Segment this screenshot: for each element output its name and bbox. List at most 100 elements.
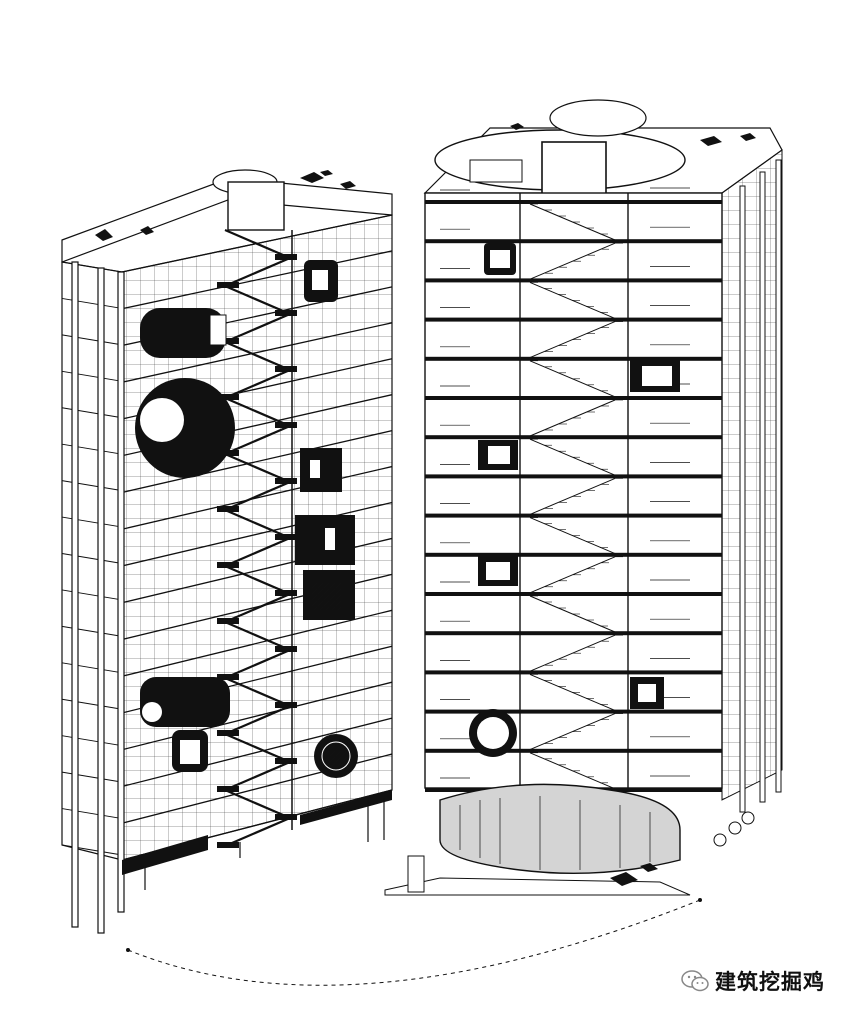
floor-slab bbox=[425, 200, 722, 204]
stair-flight bbox=[224, 452, 291, 484]
stair-flight bbox=[224, 788, 291, 820]
stair-landing bbox=[217, 618, 239, 624]
wechat-icon bbox=[681, 970, 709, 992]
floor-slab bbox=[425, 239, 722, 244]
stair-flight bbox=[529, 634, 616, 672]
stair-landing bbox=[275, 310, 297, 316]
left-floor-line bbox=[121, 322, 393, 383]
stair-landing bbox=[217, 562, 239, 568]
stair-flight bbox=[529, 477, 616, 515]
stair-landing bbox=[275, 534, 297, 540]
left-base-slab-2 bbox=[300, 790, 392, 825]
floor-slab bbox=[425, 356, 722, 361]
stair-flight bbox=[224, 368, 291, 400]
stair-landing bbox=[275, 478, 297, 484]
stair-flight bbox=[224, 648, 291, 680]
capsule-pod-upper bbox=[140, 308, 227, 358]
floor-slab bbox=[425, 435, 722, 440]
left-floor-line bbox=[121, 609, 393, 677]
right-roof-cupola bbox=[549, 99, 647, 137]
left-roof-stair-box bbox=[227, 181, 285, 231]
right-side-facade bbox=[721, 149, 783, 813]
stair-landing bbox=[217, 674, 239, 680]
stair-flight bbox=[224, 396, 291, 428]
left-pilotis bbox=[144, 798, 385, 890]
stair-flight bbox=[224, 284, 291, 316]
stair-landing bbox=[217, 842, 239, 848]
stair-flight bbox=[224, 732, 291, 764]
sphere-pod bbox=[135, 378, 235, 478]
stair-flight bbox=[224, 340, 291, 372]
left-floor-line bbox=[121, 717, 393, 788]
stair-landing bbox=[275, 758, 297, 764]
right-tower bbox=[384, 99, 783, 896]
right-roof-stair-box bbox=[541, 141, 607, 195]
stair-flight bbox=[224, 620, 291, 652]
floor-slab bbox=[425, 278, 722, 283]
left-floor-line bbox=[121, 681, 393, 751]
stair-flight bbox=[529, 242, 616, 280]
stair-landing bbox=[217, 786, 239, 792]
right-roof-bench bbox=[469, 159, 523, 183]
connection-arc-start bbox=[126, 948, 130, 952]
stair-flight bbox=[224, 312, 291, 344]
stair-landing bbox=[217, 338, 239, 344]
stair-flight bbox=[529, 399, 616, 437]
stair-landing bbox=[275, 814, 297, 820]
floor-slab bbox=[425, 709, 722, 714]
stair-flight bbox=[224, 816, 291, 848]
floor-slab bbox=[425, 552, 722, 557]
stair-flight bbox=[224, 564, 291, 596]
stair-flight bbox=[224, 592, 291, 624]
stair-flight bbox=[224, 228, 291, 260]
podium-mullions bbox=[459, 796, 651, 870]
cube-pod-1 bbox=[300, 448, 342, 492]
stair-landing bbox=[217, 394, 239, 400]
floor-slab bbox=[425, 631, 722, 636]
left-base-slab bbox=[122, 835, 208, 875]
left-tower bbox=[61, 169, 393, 934]
floor-slab bbox=[425, 317, 722, 322]
right-dark-rooms bbox=[469, 243, 680, 757]
left-floor-line bbox=[121, 429, 393, 494]
left-external-stair bbox=[217, 228, 297, 848]
cube-pod-top bbox=[304, 260, 338, 302]
stair-landing bbox=[275, 590, 297, 596]
stair-flight bbox=[529, 321, 616, 359]
stair-landing bbox=[275, 366, 297, 372]
floor-slab bbox=[425, 748, 722, 753]
stair-landing bbox=[217, 282, 239, 288]
capsule-pod-lower bbox=[140, 677, 230, 727]
left-roof-plants bbox=[95, 170, 356, 241]
stair-landing bbox=[275, 702, 297, 708]
stair-flight bbox=[224, 424, 291, 456]
right-room-windows bbox=[477, 250, 672, 749]
stair-flight bbox=[224, 508, 291, 540]
stair-landing bbox=[275, 646, 297, 652]
floor-slab bbox=[425, 474, 722, 479]
right-floor-slabs bbox=[425, 187, 722, 792]
right-central-stair bbox=[529, 203, 623, 790]
stair-landing bbox=[217, 730, 239, 736]
cube-pod-2 bbox=[295, 515, 355, 565]
stair-landing bbox=[275, 422, 297, 428]
connection-arc-end bbox=[698, 898, 702, 902]
left-floor-line bbox=[121, 501, 393, 567]
round-window-pod bbox=[314, 734, 358, 778]
watermark-text: 建筑挖掘鸡 bbox=[715, 970, 825, 994]
left-floor-line bbox=[121, 465, 393, 530]
floor-slab bbox=[425, 670, 722, 675]
stair-flight bbox=[224, 704, 291, 736]
small-pod-lower bbox=[172, 730, 208, 772]
stair-flight bbox=[224, 760, 291, 792]
stair-flight bbox=[224, 256, 291, 288]
stair-flight bbox=[529, 713, 616, 751]
right-roof-plants bbox=[510, 123, 756, 146]
left-facade bbox=[61, 261, 123, 861]
floor-slab bbox=[425, 513, 722, 518]
left-columns bbox=[71, 261, 125, 934]
stair-flight bbox=[224, 536, 291, 568]
stair-flight bbox=[224, 480, 291, 512]
stair-landing bbox=[217, 506, 239, 512]
stair-flight bbox=[224, 676, 291, 708]
